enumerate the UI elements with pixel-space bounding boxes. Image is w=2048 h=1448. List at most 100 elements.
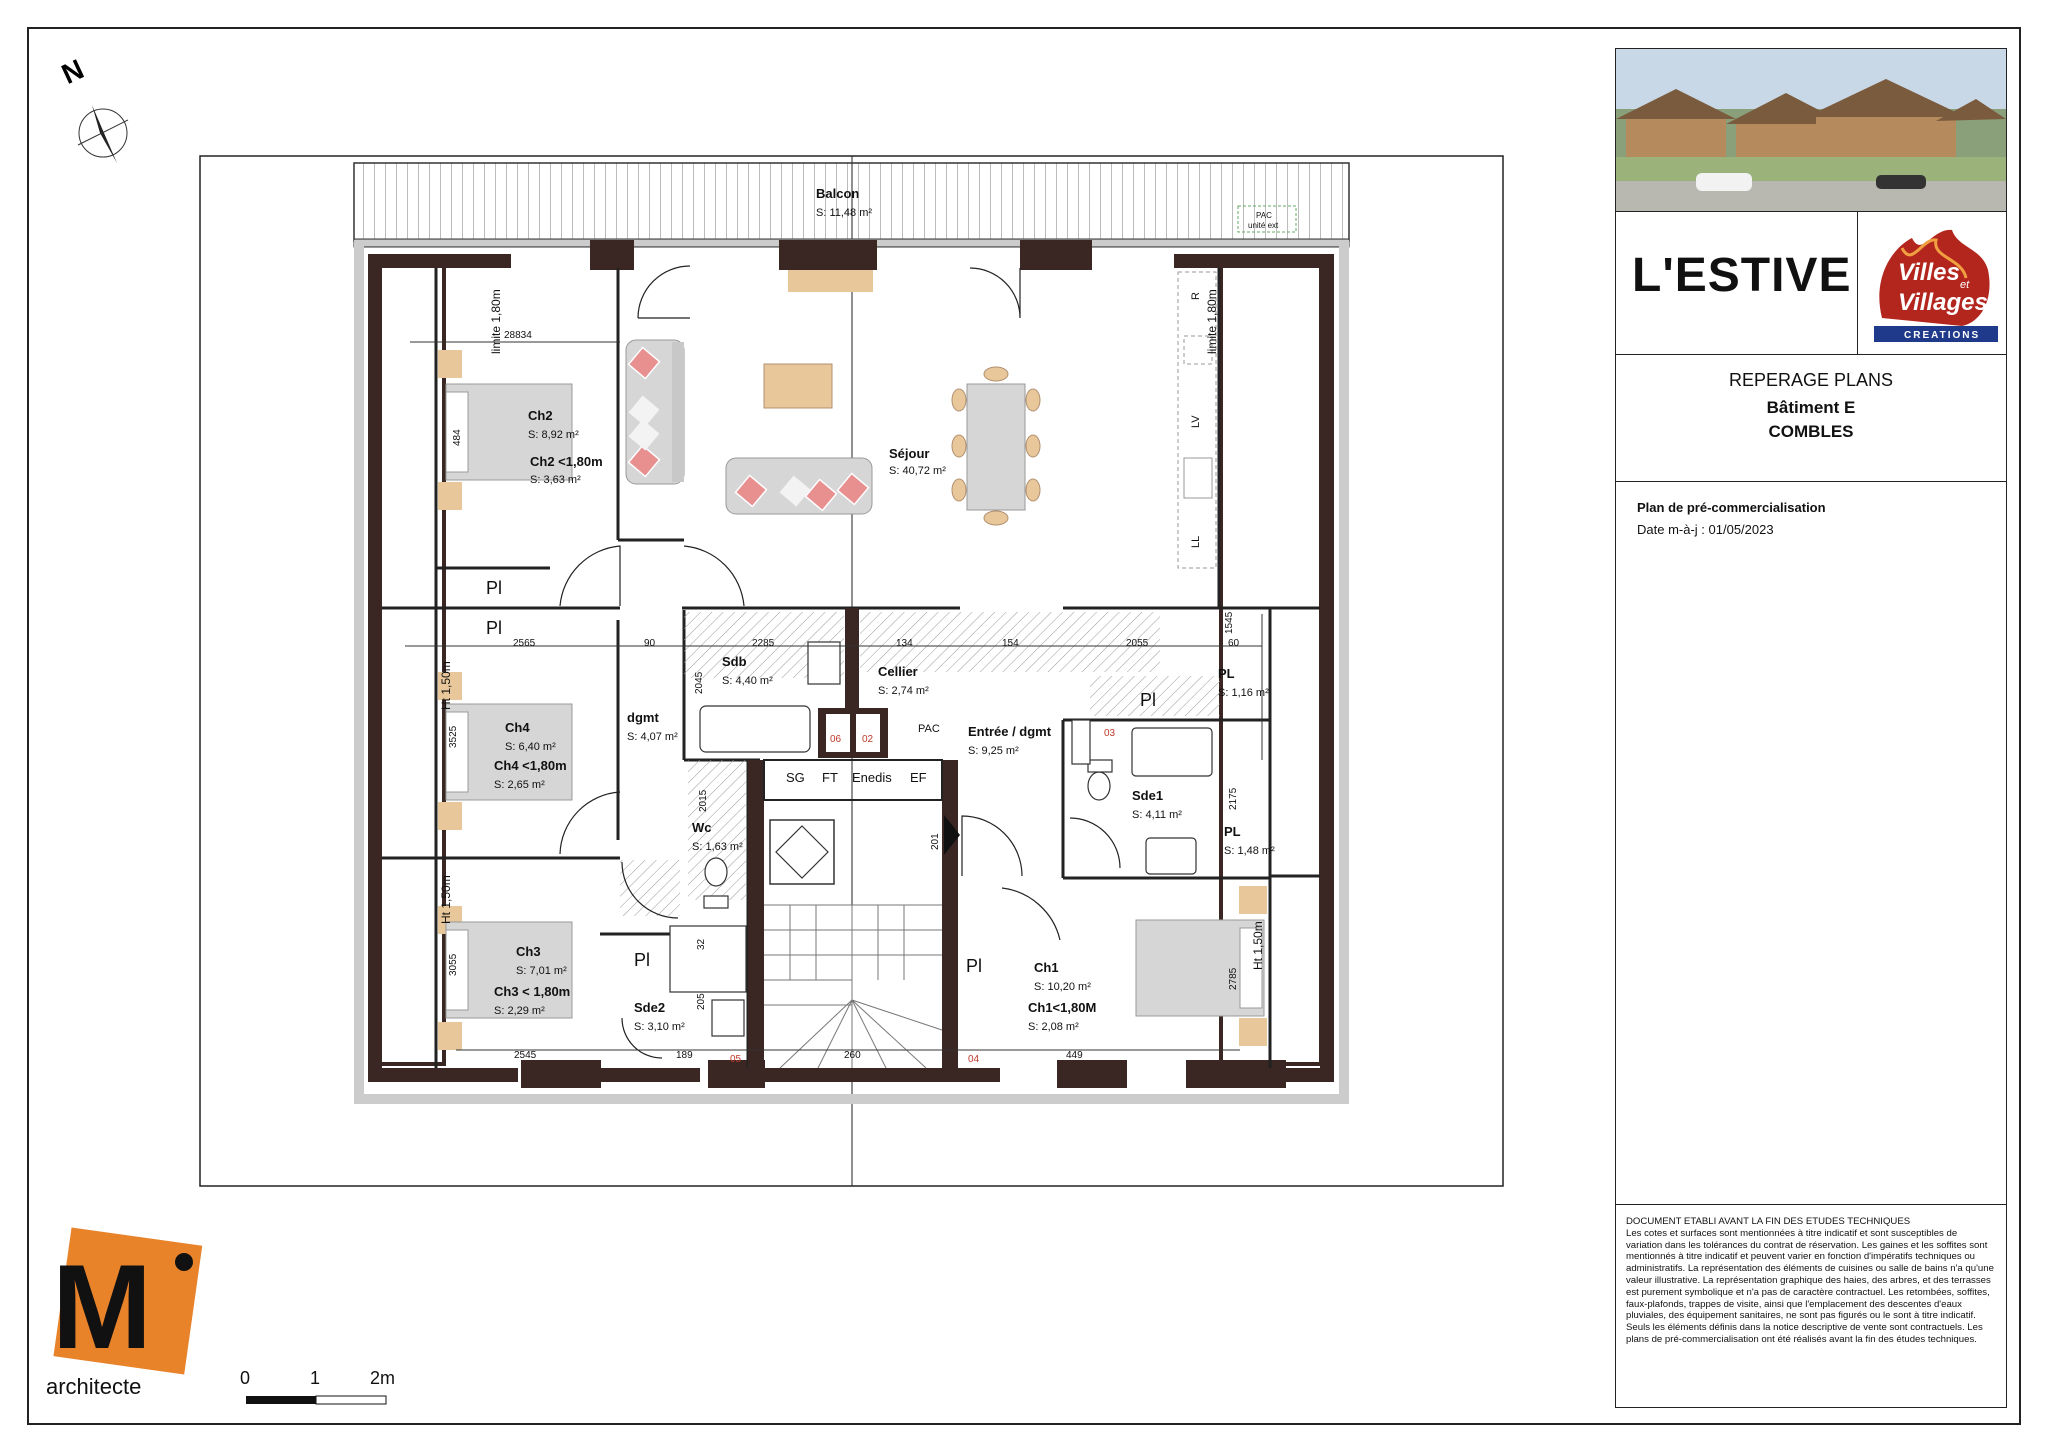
bed-ch1 — [1135, 919, 1265, 1017]
svg-text:3055: 3055 — [448, 953, 459, 976]
dimension-lines — [405, 341, 1263, 1051]
villes-villages-logo: Villes et Villages CREATIONS — [1862, 218, 2002, 350]
title-block-vdivider — [1857, 212, 1858, 354]
duct-tags: 06 02 03 05 04 — [730, 728, 1116, 1065]
svg-text:2785: 2785 — [1228, 967, 1239, 990]
ch3-low: Ch3 < 1,80m — [494, 984, 570, 999]
ch1-name: Ch1 — [1034, 960, 1059, 975]
sdb-name: Sdb — [722, 654, 747, 669]
disclaimer-title: DOCUMENT ETABLI AVANT LA FIN DES ETUDES … — [1626, 1216, 1911, 1227]
svg-text:154: 154 — [1002, 638, 1019, 649]
cellier-area: S: 2,74 m² — [878, 685, 929, 697]
ch1-area: S: 10,20 m² — [1034, 981, 1091, 993]
ch4-area: S: 6,40 m² — [505, 741, 556, 753]
architect-logo: M — [52, 1227, 203, 1375]
svg-text:02: 02 — [862, 734, 874, 745]
scale-bar — [246, 1395, 387, 1405]
north-label: N — [57, 53, 88, 90]
svg-text:32: 32 — [696, 938, 707, 950]
gaine-ft: FT — [822, 770, 838, 785]
svg-text:134: 134 — [896, 638, 913, 649]
hatched-zones — [620, 612, 1220, 916]
stair-core — [748, 608, 960, 1070]
svg-text:90: 90 — [644, 638, 656, 649]
bed-ch3 — [445, 921, 573, 1019]
svg-text:M: M — [52, 1240, 152, 1374]
pl-mid-name: PL — [1224, 824, 1241, 839]
project-title: L'ESTIVE — [1632, 249, 1852, 302]
placard-5: Pl — [966, 956, 982, 976]
doors — [559, 265, 1121, 1059]
ch4-name: Ch4 — [505, 720, 530, 735]
ch2-name: Ch2 — [528, 408, 553, 423]
ch1-low-area: S: 2,08 m² — [1028, 1021, 1079, 1033]
scale-label-0: 0 — [240, 1368, 251, 1388]
svg-text:28834: 28834 — [504, 330, 532, 341]
title-block-divider — [1615, 211, 2007, 212]
sofa-left — [625, 339, 685, 485]
svg-text:2565: 2565 — [513, 638, 536, 649]
dgmt-name: dgmt — [627, 710, 659, 725]
level-label: COMBLES — [1768, 422, 1854, 441]
kitchen-ll: LL — [1190, 536, 1202, 548]
svg-text:484: 484 — [452, 429, 463, 446]
ch2-low-area: S: 3,63 m² — [530, 474, 581, 486]
limit-label-2: limite 1,80m — [1205, 289, 1219, 354]
svg-text:2545: 2545 — [514, 1050, 537, 1061]
placard-2: Pl — [486, 618, 502, 638]
scale-label-2m: 2m — [370, 1368, 396, 1388]
plan-type: Plan de pré-commercialisation — [1637, 500, 1826, 515]
bathroom-fixtures — [669, 641, 1213, 1037]
pac-ext-2: unité ext — [1248, 221, 1279, 230]
kitchen-lv: LV — [1190, 415, 1202, 428]
disclaimer-text: Les cotes et surfaces sont mentionnées à… — [1626, 1227, 1994, 1345]
kitchen-counter — [1177, 271, 1217, 569]
svg-text:04: 04 — [968, 1054, 980, 1065]
building-render-image — [1616, 49, 2006, 211]
update-date: Date m-à-j : 01/05/2023 — [1637, 522, 1774, 537]
pl-mid-area: S: 1,48 m² — [1224, 845, 1275, 857]
pl-top-name: PL — [1218, 666, 1235, 681]
sde1-name: Sde1 — [1132, 788, 1163, 803]
wc-area: S: 1,63 m² — [692, 841, 743, 853]
dimension-labels: 28834 484 2565 90 2285 134 154 2055 60 1… — [448, 330, 1240, 1061]
svg-text:189: 189 — [676, 1050, 693, 1061]
limit-label-5: Ht 1,50m — [1251, 921, 1265, 970]
svg-text:60: 60 — [1228, 638, 1240, 649]
ch3-low-area: S: 2,29 m² — [494, 1005, 545, 1017]
ch3-area: S: 7,01 m² — [516, 965, 567, 977]
limit-label-4: Ht 1,50m — [439, 875, 453, 924]
svg-text:3525: 3525 — [448, 725, 459, 748]
ch2-area: S: 8,92 m² — [528, 429, 579, 441]
bed-ch4 — [445, 703, 573, 801]
svg-text:2055: 2055 — [1126, 638, 1149, 649]
svg-text:CREATIONS: CREATIONS — [1904, 330, 1980, 341]
svg-text:2285: 2285 — [752, 638, 775, 649]
title-block-divider-3 — [1615, 481, 2007, 482]
building-label: Bâtiment E — [1766, 398, 1856, 417]
ch2-low: Ch2 <1,80m — [530, 454, 603, 469]
coffee-table — [763, 363, 833, 409]
entree-name: Entrée / dgmt — [968, 724, 1052, 739]
gaine-ef: EF — [910, 770, 927, 785]
sde2-area: S: 3,10 m² — [634, 1021, 685, 1033]
svg-text:2015: 2015 — [698, 789, 709, 812]
placard-3: Pl — [1140, 690, 1156, 710]
svg-text:et: et — [1960, 279, 1970, 291]
balcony — [353, 162, 1350, 248]
scale-label-1: 1 — [310, 1368, 321, 1388]
title-block-divider-4 — [1615, 1204, 2007, 1205]
plan-title: REPERAGE PLANS — [1728, 370, 1894, 390]
svg-text:201: 201 — [930, 833, 941, 850]
wc-name: Wc — [692, 820, 712, 835]
sde1-area: S: 4,11 m² — [1132, 809, 1182, 821]
svg-text:449: 449 — [1066, 1050, 1083, 1061]
placard-4: Pl — [634, 950, 650, 970]
balcon-area: S: 11,48 m² — [816, 207, 872, 219]
page-frame — [27, 27, 2021, 1425]
sejour-area: S: 40,72 m² — [889, 465, 946, 477]
kitchen-r: R — [1190, 292, 1202, 300]
title-block-divider-2 — [1615, 354, 2007, 355]
pac-label: PAC — [918, 723, 940, 735]
